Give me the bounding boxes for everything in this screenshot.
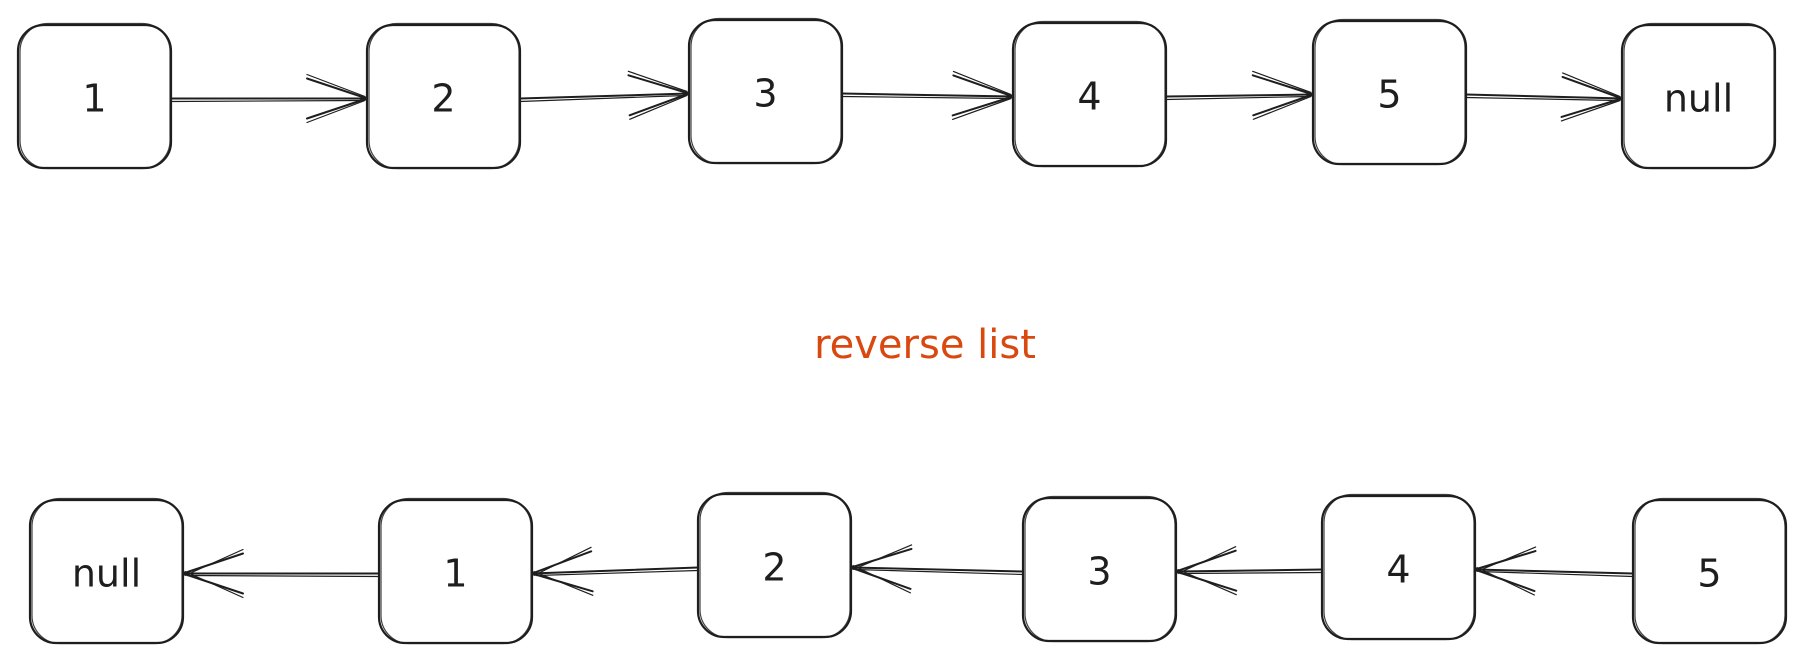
node-box-sketch-stroke <box>1024 495 1176 643</box>
arrowhead-sketch <box>1476 566 1535 596</box>
reversed-list-arrow-1 <box>182 548 380 599</box>
node-box-sketch-stroke <box>1623 22 1775 170</box>
node-value-label: null <box>1664 77 1733 121</box>
arrowhead-sketch <box>1252 95 1312 120</box>
original-list-arrow-4 <box>1165 70 1314 120</box>
arrow-shaft-sketch <box>1478 570 1634 578</box>
arrow-shaft-sketch <box>1165 95 1310 101</box>
arrow-shaft-sketch <box>854 568 1024 576</box>
original-list-arrow-2 <box>519 70 690 120</box>
node-box-sketch-stroke <box>1014 20 1166 168</box>
arrow-shaft <box>531 566 699 575</box>
node-box-sketch-stroke <box>368 22 520 170</box>
node-value-label: 4 <box>1077 75 1101 119</box>
reversed-list-node-2: 1 <box>377 497 534 645</box>
original-list-node-5: 5 <box>1311 18 1468 166</box>
arrow-shaft-sketch <box>519 94 686 103</box>
arrowhead-sketch <box>951 97 1012 121</box>
arrowhead-sketch <box>184 570 244 599</box>
arrowhead-sketch <box>533 570 594 596</box>
arrowhead-sketch <box>1476 546 1537 573</box>
node-value-label: 5 <box>1697 552 1721 596</box>
original-list-node-4: 4 <box>1011 20 1168 168</box>
reversed-list-arrow-2 <box>531 546 699 596</box>
reversed-list-node-1: null <box>28 497 185 645</box>
arrowhead-sketch <box>852 564 912 594</box>
arrow-shaft <box>850 566 1024 573</box>
arrow-shaft-sketch <box>841 95 1010 100</box>
arrowhead-stroke <box>627 74 690 95</box>
arrowhead-stroke <box>952 74 1014 98</box>
reversed-list-node-3: 2 <box>696 491 853 639</box>
node-value-label: 2 <box>431 77 455 121</box>
node-box-sketch-stroke <box>690 17 842 165</box>
arrow-shaft <box>519 92 690 100</box>
arrowhead-stroke <box>306 77 368 100</box>
arrow-shaft-sketch <box>535 569 699 577</box>
node-value-label: 4 <box>1386 548 1410 592</box>
node-box-sketch-stroke <box>31 497 183 645</box>
reversed-list-row: null 1 2 3 4 5 <box>28 491 1788 645</box>
node-value-label: 2 <box>762 546 786 590</box>
arrowhead-sketch <box>306 73 366 98</box>
arrowhead-sketch <box>627 70 688 93</box>
original-list-arrow-5 <box>1465 72 1623 122</box>
arrow-shaft <box>1474 568 1634 575</box>
node-box-sketch-stroke <box>699 491 851 639</box>
reversed-list-arrow-3 <box>850 544 1024 594</box>
arrowhead-stroke <box>951 95 1014 117</box>
reversed-list-node-6: 5 <box>1631 497 1788 645</box>
arrow-shaft-sketch <box>186 574 380 578</box>
original-list-node-2: 2 <box>365 22 522 170</box>
arrowhead-stroke <box>306 97 368 120</box>
node-value-label: 3 <box>753 72 777 116</box>
original-list-node-3: 3 <box>687 17 844 165</box>
arrow-shaft <box>1165 93 1314 98</box>
original-list-node-1: 1 <box>16 22 173 170</box>
arrowhead-sketch <box>533 546 592 577</box>
arrowhead-sketch <box>952 70 1012 96</box>
arrow-shaft-sketch <box>1465 96 1619 102</box>
arrowhead-stroke <box>1561 75 1623 100</box>
arrowhead-sketch <box>629 94 688 120</box>
original-list-node-6: null <box>1620 22 1777 170</box>
node-box-sketch-stroke <box>19 22 171 170</box>
arrowhead-stroke <box>1251 74 1314 96</box>
reversed-list-node-5: 4 <box>1320 493 1477 641</box>
node-box-sketch-stroke <box>1323 493 1475 641</box>
original-list-arrow-1 <box>170 73 368 124</box>
node-value-label: 3 <box>1087 550 1111 594</box>
node-value-label: 5 <box>1377 73 1401 117</box>
arrow-shaft <box>841 92 1014 98</box>
arrowhead-sketch <box>852 544 913 571</box>
original-list-arrow-3 <box>841 70 1014 121</box>
arrowhead-stroke <box>1560 97 1623 118</box>
arrowhead-stroke <box>628 92 690 117</box>
reverse-list-caption: reverse list <box>814 322 1036 368</box>
arrowhead-sketch <box>1560 99 1621 122</box>
node-value-label: 1 <box>82 77 106 121</box>
arrowhead-sketch <box>1177 546 1237 575</box>
node-box-sketch-stroke <box>380 497 532 645</box>
node-value-label: null <box>72 552 141 596</box>
reversed-list-node-4: 3 <box>1021 495 1178 643</box>
arrowhead-sketch <box>1562 72 1621 98</box>
arrow-shaft <box>1175 568 1323 573</box>
arrow-shaft <box>1465 93 1623 100</box>
arrowhead-sketch <box>1177 568 1237 596</box>
arrow-shaft-sketch <box>1179 571 1323 575</box>
original-list-row: 1 2 3 4 5 null <box>16 17 1777 170</box>
arrowhead-sketch <box>306 99 366 124</box>
reversed-list-arrow-5 <box>1474 546 1634 596</box>
arrowhead-stroke <box>1252 93 1314 117</box>
arrowhead-sketch <box>1252 70 1312 94</box>
arrow-shaft-sketch <box>170 99 364 103</box>
node-value-label: 1 <box>443 552 467 596</box>
reversed-list-arrow-4 <box>1175 546 1323 596</box>
arrowhead-sketch <box>184 548 244 577</box>
node-box-sketch-stroke <box>1634 497 1786 645</box>
node-box-sketch-stroke <box>1314 18 1466 166</box>
